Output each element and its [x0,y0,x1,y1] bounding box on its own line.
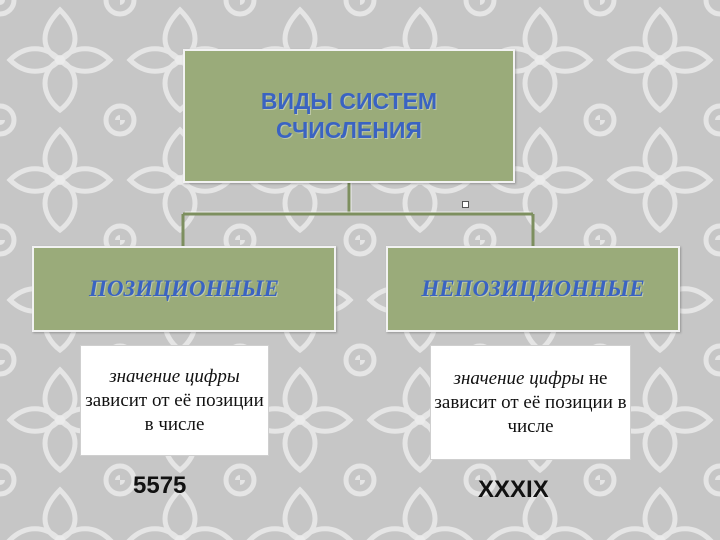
nonpositional-desc-italic: значение цифры [453,367,585,389]
positional-desc-italic: значение цифры [109,365,240,387]
nonpositional-description: значение цифры не зависит от её позиции … [430,345,631,460]
selection-handle [462,201,469,208]
nonpositional-desc-rest: не зависит от её позиции в числе [434,367,627,437]
nonpositional-example: XXXIX [478,476,549,503]
nonpositional-label: НЕПОЗИЦИОННЫЕ [421,276,645,301]
root-node: ВИДЫ СИСТЕМ СЧИСЛЕНИЯ [183,49,515,183]
root-label: ВИДЫ СИСТЕМ СЧИСЛЕНИЯ [260,88,438,143]
positional-description: значение цифры зависит от её позиции в ч… [80,345,269,456]
positional-example: 5575 [133,472,187,499]
positional-label: ПОЗИЦИОННЫЕ [89,276,279,301]
positional-node: ПОЗИЦИОННЫЕ [32,246,336,332]
positional-desc-rest: зависит от её позиции в числе [85,389,264,435]
nonpositional-node: НЕПОЗИЦИОННЫЕ [386,246,680,332]
